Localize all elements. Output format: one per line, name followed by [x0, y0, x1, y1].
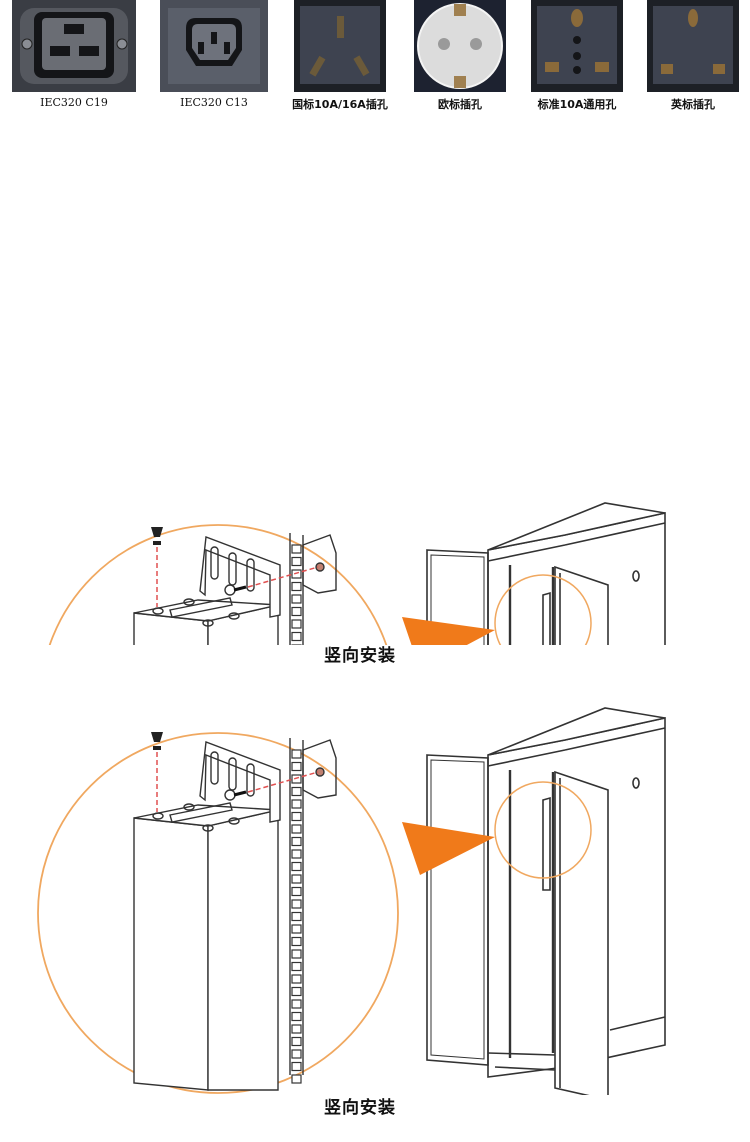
screw-icon — [151, 527, 163, 545]
socket-label: IEC320 C13 — [180, 96, 248, 109]
rail-hole — [291, 1049, 302, 1059]
socket-label: IEC320 C19 — [40, 96, 108, 109]
rail-hole — [291, 936, 302, 947]
detail-highlight-circle — [494, 574, 592, 645]
rail-hole — [291, 786, 302, 797]
rail-hole — [291, 1061, 302, 1072]
socket-label: 标准10A通用孔 — [537, 98, 617, 111]
horizontal-dashed-guide — [247, 771, 319, 793]
rail-hole — [291, 961, 302, 972]
universal-socket-icon — [531, 0, 623, 92]
rail-hole — [291, 1036, 302, 1047]
rail-square-holes — [291, 749, 302, 1084]
pdu-bracket-detail — [133, 533, 337, 645]
rail-hole — [291, 606, 302, 617]
british-standard-socket-icon — [647, 0, 739, 92]
rail-hole — [291, 544, 302, 554]
installation-panel-2: 竖向安装 — [0, 695, 750, 1135]
rail-hole — [291, 594, 302, 604]
rail-hole — [291, 824, 302, 834]
screw-icon — [151, 732, 163, 750]
rail-hole — [291, 1024, 302, 1034]
iec-c13-socket-icon — [160, 0, 268, 92]
rail-hole — [291, 886, 302, 897]
rail-hole — [291, 974, 302, 984]
rail-hole — [291, 1011, 302, 1022]
socket-label: 国标10A/16A插孔 — [292, 98, 388, 111]
rail-hole — [291, 861, 302, 872]
rail-hole — [291, 949, 302, 959]
rail-hole — [291, 631, 302, 642]
european-schuko-socket-icon — [414, 0, 506, 92]
chinese-standard-socket-icon — [294, 0, 386, 92]
rail-hole — [291, 811, 302, 822]
rail-hole — [291, 799, 302, 809]
rail-hole — [291, 774, 302, 784]
rail-hole — [291, 849, 302, 859]
socket-label: 欧标插孔 — [438, 98, 482, 111]
zoom-detail-circle — [37, 732, 399, 1094]
panel-caption: 竖向安装 — [324, 1098, 396, 1118]
rail-hole — [291, 581, 302, 592]
zoom-pointer-arrow — [402, 617, 495, 645]
zoom-pointer-arrow — [402, 822, 495, 875]
rail-hole — [291, 999, 302, 1009]
socket-type-row: IEC320 C19 IEC320 C13 国标10A/16A插孔 — [0, 0, 750, 118]
installation-panel-1: 竖向安装 — [0, 245, 750, 675]
vertical-installation-diagram — [37, 707, 666, 1095]
rail-hole — [291, 1074, 302, 1084]
detail-highlight-circle — [494, 781, 592, 879]
rail-hole — [291, 619, 302, 629]
cabinet-illustration — [426, 707, 666, 1095]
rail-hole — [291, 924, 302, 934]
rail-hole — [291, 874, 302, 884]
rail-hole — [291, 761, 302, 772]
pdu-bracket-detail — [133, 738, 337, 1091]
rail-square-holes — [291, 544, 302, 645]
horizontal-dashed-guide — [247, 566, 319, 588]
iec-c19-socket-icon — [12, 0, 136, 92]
panel-caption: 竖向安装 — [324, 646, 396, 666]
zoom-detail-circle — [48, 524, 388, 645]
rail-hole — [291, 749, 302, 759]
rail-hole — [291, 986, 302, 997]
rail-hole — [291, 569, 302, 579]
rail-hole — [291, 836, 302, 847]
rail-hole — [291, 556, 302, 567]
socket-label: 英标插孔 — [671, 98, 715, 111]
cabinet-illustration — [426, 502, 666, 645]
rail-hole — [291, 899, 302, 909]
vertical-installation-diagram — [48, 502, 666, 645]
rail-hole — [291, 911, 302, 922]
